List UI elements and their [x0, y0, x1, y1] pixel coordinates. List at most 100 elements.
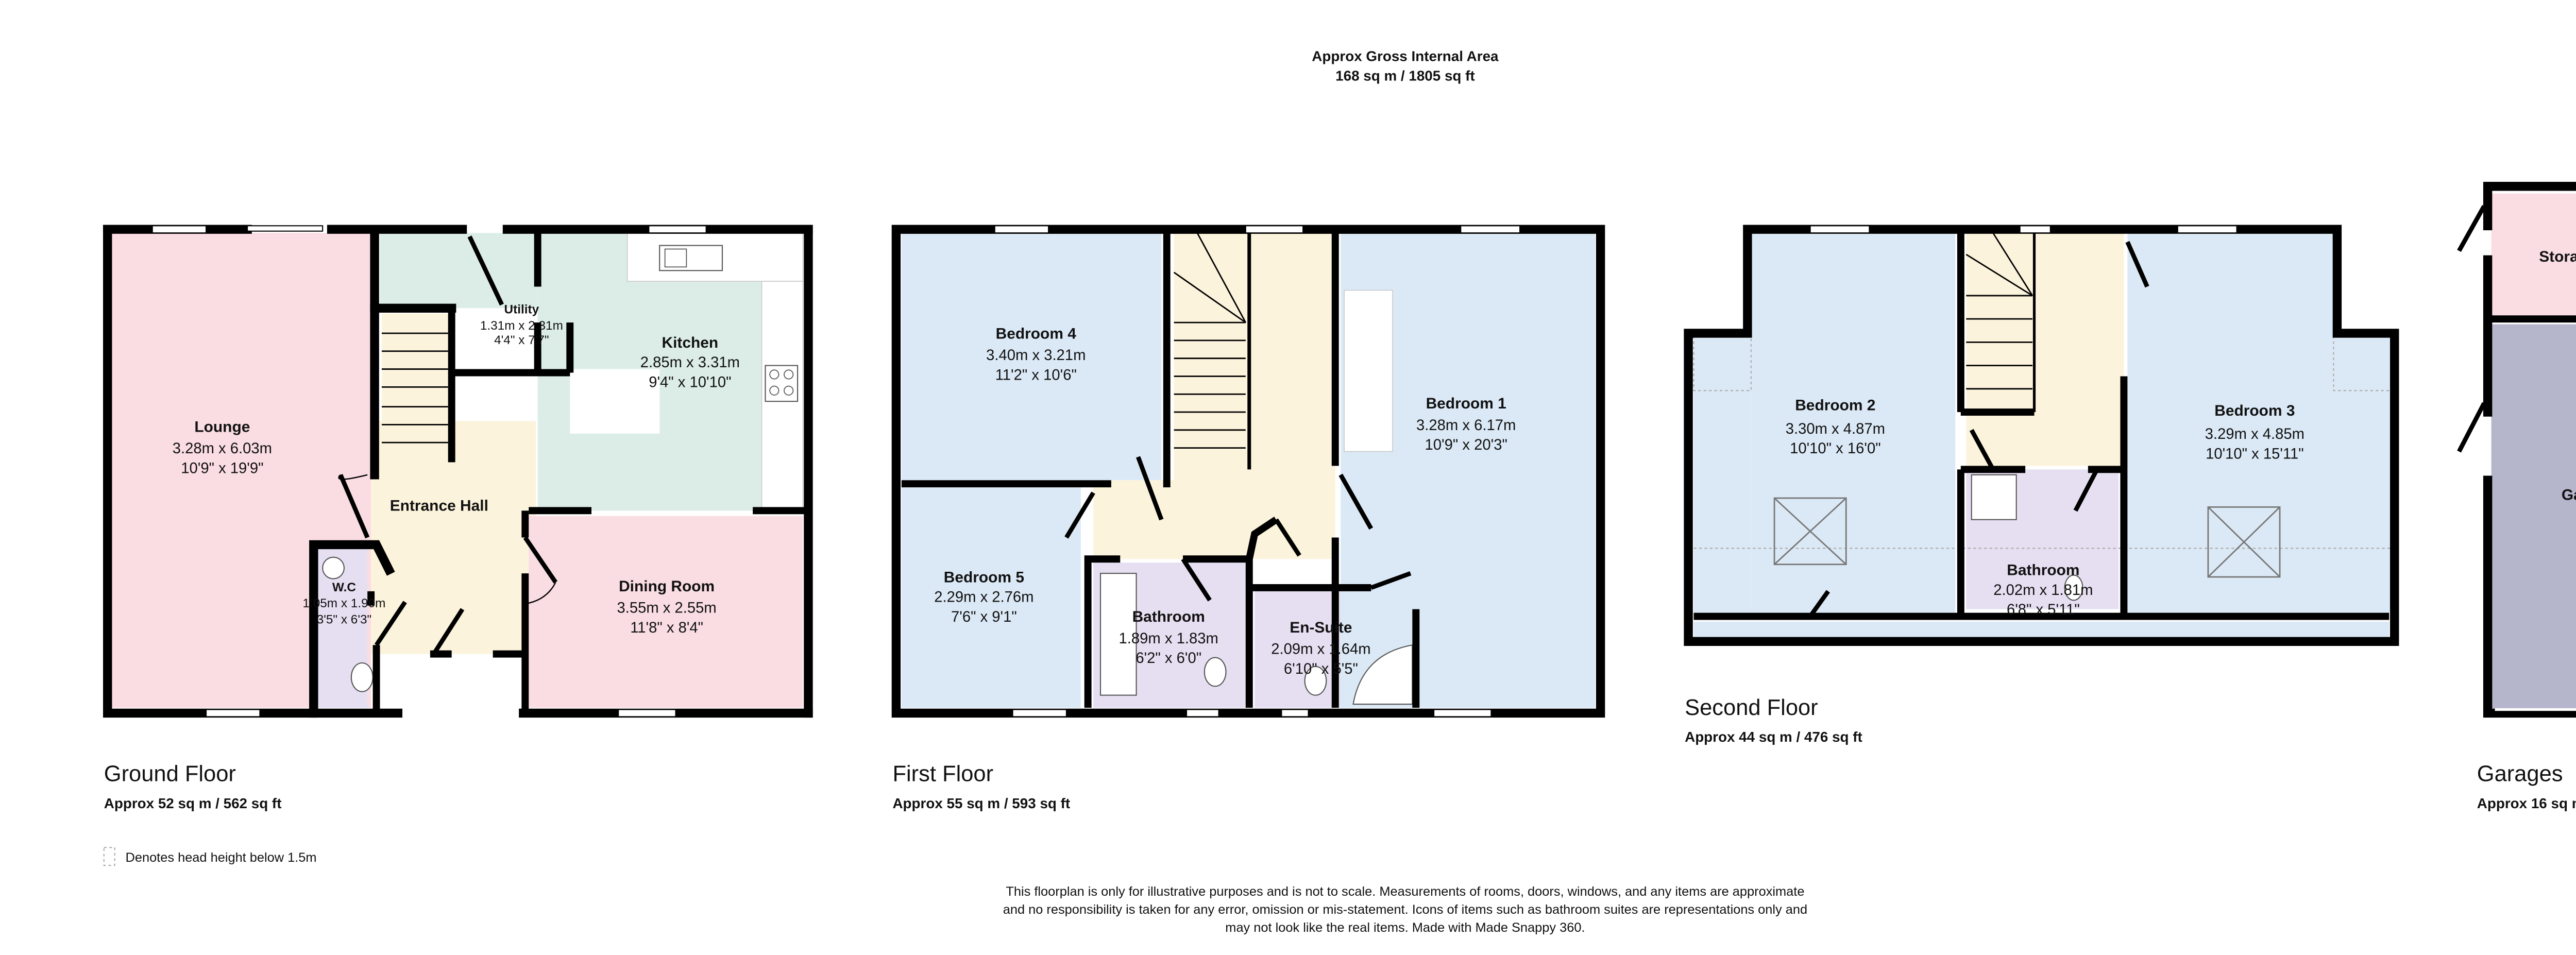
disclaimer-line: This floorplan is only for illustrative …: [1006, 884, 1804, 899]
room-dims-imperial: 10'9" x 20'3": [1425, 437, 1507, 453]
room-name: Bedroom 1: [1426, 395, 1506, 412]
bedroom3-area: [2127, 233, 2334, 613]
skylight-icon: [1773, 497, 1847, 566]
room-dims-metric: 3.55m x 2.55m: [617, 600, 716, 617]
floor-area: Approx 44 sq m / 476 sq ft: [1685, 729, 1862, 745]
room-name: Bedroom 5: [944, 569, 1024, 586]
storage-room-area: [2491, 193, 2576, 316]
garages-plan: Storage Room Garage: [2457, 182, 2576, 718]
stair-steps: [381, 332, 448, 444]
window: [1460, 225, 1521, 234]
window: [206, 709, 261, 718]
toilet-icon: [350, 662, 374, 692]
shower-icon: [1352, 644, 1413, 705]
kitchen-worktop: [626, 232, 804, 282]
wardrobe: [1344, 289, 1393, 452]
room-dims-imperial: 11'2" x 10'6": [995, 367, 1077, 383]
window: [1185, 709, 1219, 718]
window: [1245, 225, 1304, 234]
disclaimer-line: and no responsibility is taken for any e…: [1003, 902, 1807, 917]
room-name: Bathroom: [1132, 608, 1205, 625]
window: [2019, 225, 2051, 234]
floor-title: Second Floor: [1685, 695, 1818, 720]
room-dims-imperial: 4'4" x 7'7": [494, 333, 549, 347]
room-name: Bedroom 2: [1795, 397, 1875, 414]
bedroom2-area: [1751, 233, 1956, 613]
room-dims-metric: 1.31m x 2.31m: [480, 319, 563, 333]
room-name: Bedroom 4: [996, 325, 1077, 342]
room-dims-imperial: 10'10" x 16'0": [1790, 440, 1881, 457]
window: [2177, 225, 2238, 234]
room-dims-metric: 3.28m x 6.03m: [173, 440, 272, 457]
floor-title: Garages: [2477, 762, 2563, 787]
room-dims-metric: 2.29m x 2.76m: [934, 589, 1033, 606]
window: [994, 225, 1049, 234]
room-dims-imperial: 3'5" x 6'3": [317, 612, 371, 626]
dining-area: [529, 516, 803, 708]
room-name: Garage: [2562, 486, 2576, 503]
sliding-door: [247, 225, 324, 232]
room-dims-imperial: 6'2" x 6'0": [1136, 650, 1201, 667]
room-dims-imperial: 9'4" x 10'10": [649, 374, 731, 390]
room-dims-metric: 2.02m x 1.81m: [1993, 582, 2093, 599]
room-dims-metric: 1.05m x 1.90m: [302, 596, 385, 610]
hob-icon: [765, 365, 799, 402]
room-name: Lounge: [194, 418, 250, 435]
room-name: Bedroom 3: [2214, 402, 2295, 419]
room-name: Entrance Hall: [390, 497, 488, 514]
room-dims-imperial: 11'8" x 8'4": [630, 620, 703, 636]
room-dims-imperial: 10'9" x 19'9": [181, 460, 263, 476]
room-dims-imperial: 6'8" x 5'11": [2007, 602, 2080, 618]
floor-area: Approx 52 sq m / 562 sq ft: [104, 795, 282, 811]
landing-area: [1966, 233, 2124, 466]
room-dims-metric: 1.89m x 1.83m: [1119, 630, 1218, 647]
toilet-icon: [1204, 657, 1227, 687]
shower-icon: [1971, 474, 2017, 520]
room-dims-metric: 2.85m x 3.31m: [640, 354, 740, 371]
room-name: W.C: [332, 581, 356, 594]
toilet-icon: [1304, 666, 1327, 696]
bedroom5-area: [901, 487, 1081, 708]
room-dims-metric: 3.28m x 6.17m: [1416, 417, 1516, 434]
room-name: Storage Room: [2539, 248, 2576, 265]
legend-label: Denotes head height below 1.5m: [126, 850, 317, 865]
disclaimer-line: may not look like the real items. Made w…: [1225, 920, 1585, 935]
window: [1433, 709, 1492, 718]
room-dims-metric: 3.40m x 3.21m: [986, 347, 1086, 364]
room-name: Bathroom: [2007, 562, 2079, 579]
window: [1012, 709, 1067, 718]
gross-area-value: 168 sq m / 1805 sq ft: [1335, 68, 1475, 84]
room-dims-metric: 2.09m x 1.64m: [1271, 641, 1370, 658]
gross-area-title: Approx Gross Internal Area: [1312, 48, 1499, 64]
window: [648, 225, 707, 234]
window: [618, 709, 676, 718]
room-dims-metric: 3.29m x 4.85m: [2205, 426, 2304, 442]
utility-area: [380, 233, 538, 309]
window: [1809, 225, 1870, 234]
room-name: En-Suite: [1290, 619, 1352, 636]
corridor-area: [1693, 622, 2389, 638]
room-dims-imperial: 10'10" x 15'11": [2206, 446, 2304, 462]
floor-area: Approx 55 sq m / 593 sq ft: [892, 795, 1070, 811]
skylight-icon: [2207, 506, 2281, 578]
ground-floor-plan: Lounge 3.28m x 6.03m 10'9" x 19'9" Utili…: [103, 225, 813, 718]
floor-title: First Floor: [892, 762, 993, 787]
first-floor-plan: Bedroom 4 3.40m x 3.21m 11'2" x 10'6" Be…: [891, 225, 1605, 718]
room-dims-imperial: 6'10" x 5'5": [1284, 661, 1358, 677]
floor-title: Ground Floor: [104, 762, 236, 787]
garage-area: [2491, 324, 2576, 710]
room-dims-imperial: 7'6" x 9'1": [951, 609, 1017, 625]
bath-icon: [1099, 573, 1137, 696]
room-name: Utility: [504, 303, 539, 317]
window: [151, 225, 207, 234]
bedroom4-area: [901, 233, 1162, 481]
room-name: Kitchen: [662, 334, 719, 351]
second-floor-plan: Bedroom 2 3.30m x 4.87m 10'10" x 16'0" B…: [1684, 225, 2399, 646]
stair-steps: [1173, 232, 1251, 470]
room-dims-metric: 3.30m x 4.87m: [1786, 421, 1885, 437]
floor-area: Approx 16 sq m / 174 sq ft: [2477, 795, 2576, 811]
stairs: [381, 313, 448, 463]
window: [1281, 709, 1309, 718]
sink-icon: [659, 245, 723, 271]
